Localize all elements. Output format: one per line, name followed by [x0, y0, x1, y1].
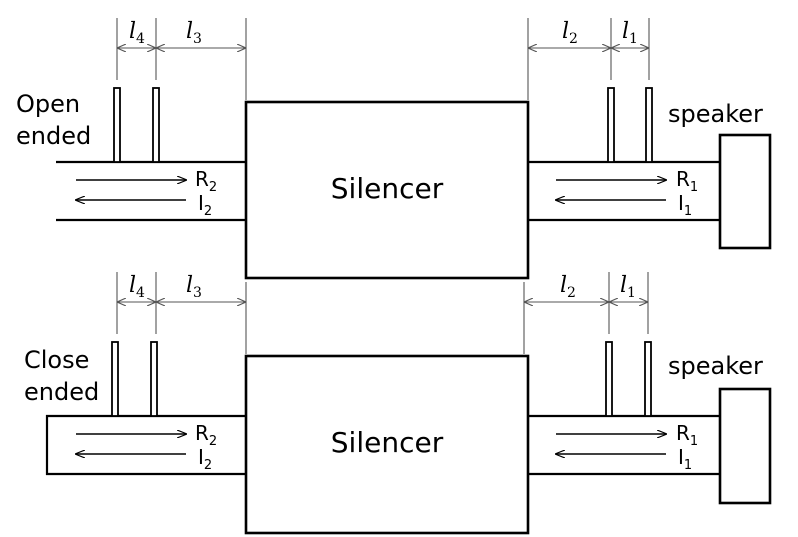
wave-label-I: I2 — [198, 191, 212, 219]
wave-label-R: R2 — [195, 421, 217, 449]
wave-label-I: I1 — [678, 445, 692, 473]
wave-label-R: R1 — [676, 421, 698, 449]
silencer-box — [244, 354, 530, 535]
end-label-line1: Open — [16, 90, 80, 118]
microphone-3 — [150, 341, 158, 417]
end-label-line2: ended — [24, 378, 99, 406]
microphone-4 — [111, 341, 119, 417]
wave-label-I: I1 — [678, 191, 692, 219]
dim-l2-label: l2 — [562, 19, 578, 47]
speaker-label: speaker — [668, 352, 763, 380]
microphone-1 — [645, 87, 653, 163]
silencer-label: Silencer — [331, 426, 444, 459]
silencer-label: Silencer — [331, 172, 444, 205]
end-label-line2: ended — [16, 122, 91, 150]
end-label-line1: Close — [24, 346, 89, 374]
dim-l1-label: l1 — [622, 19, 638, 47]
bottom-setup: Close ended Silencer speaker — [24, 272, 772, 535]
microphone-3 — [152, 87, 160, 163]
top-setup: Open ended Silencer speaker l4 — [16, 18, 772, 280]
dim-l2-label: l2 — [560, 273, 576, 301]
wave-label-R: R1 — [676, 167, 698, 195]
microphone-1 — [644, 341, 652, 417]
microphone-4 — [113, 87, 121, 163]
dim-l3-label: l3 — [186, 19, 202, 47]
silencer-box — [244, 100, 530, 280]
wave-label-R: R2 — [195, 167, 217, 195]
speaker-box — [718, 133, 772, 250]
speaker-label: speaker — [668, 100, 763, 128]
microphone-2 — [607, 87, 615, 163]
dim-l3-label: l3 — [186, 273, 202, 301]
dim-l4-label: l4 — [129, 273, 145, 301]
dim-l4-label: l4 — [129, 19, 145, 47]
dim-l1-label: l1 — [620, 273, 636, 301]
microphone-2 — [605, 341, 613, 417]
wave-label-I: I2 — [198, 445, 212, 473]
speaker-box — [718, 387, 772, 505]
